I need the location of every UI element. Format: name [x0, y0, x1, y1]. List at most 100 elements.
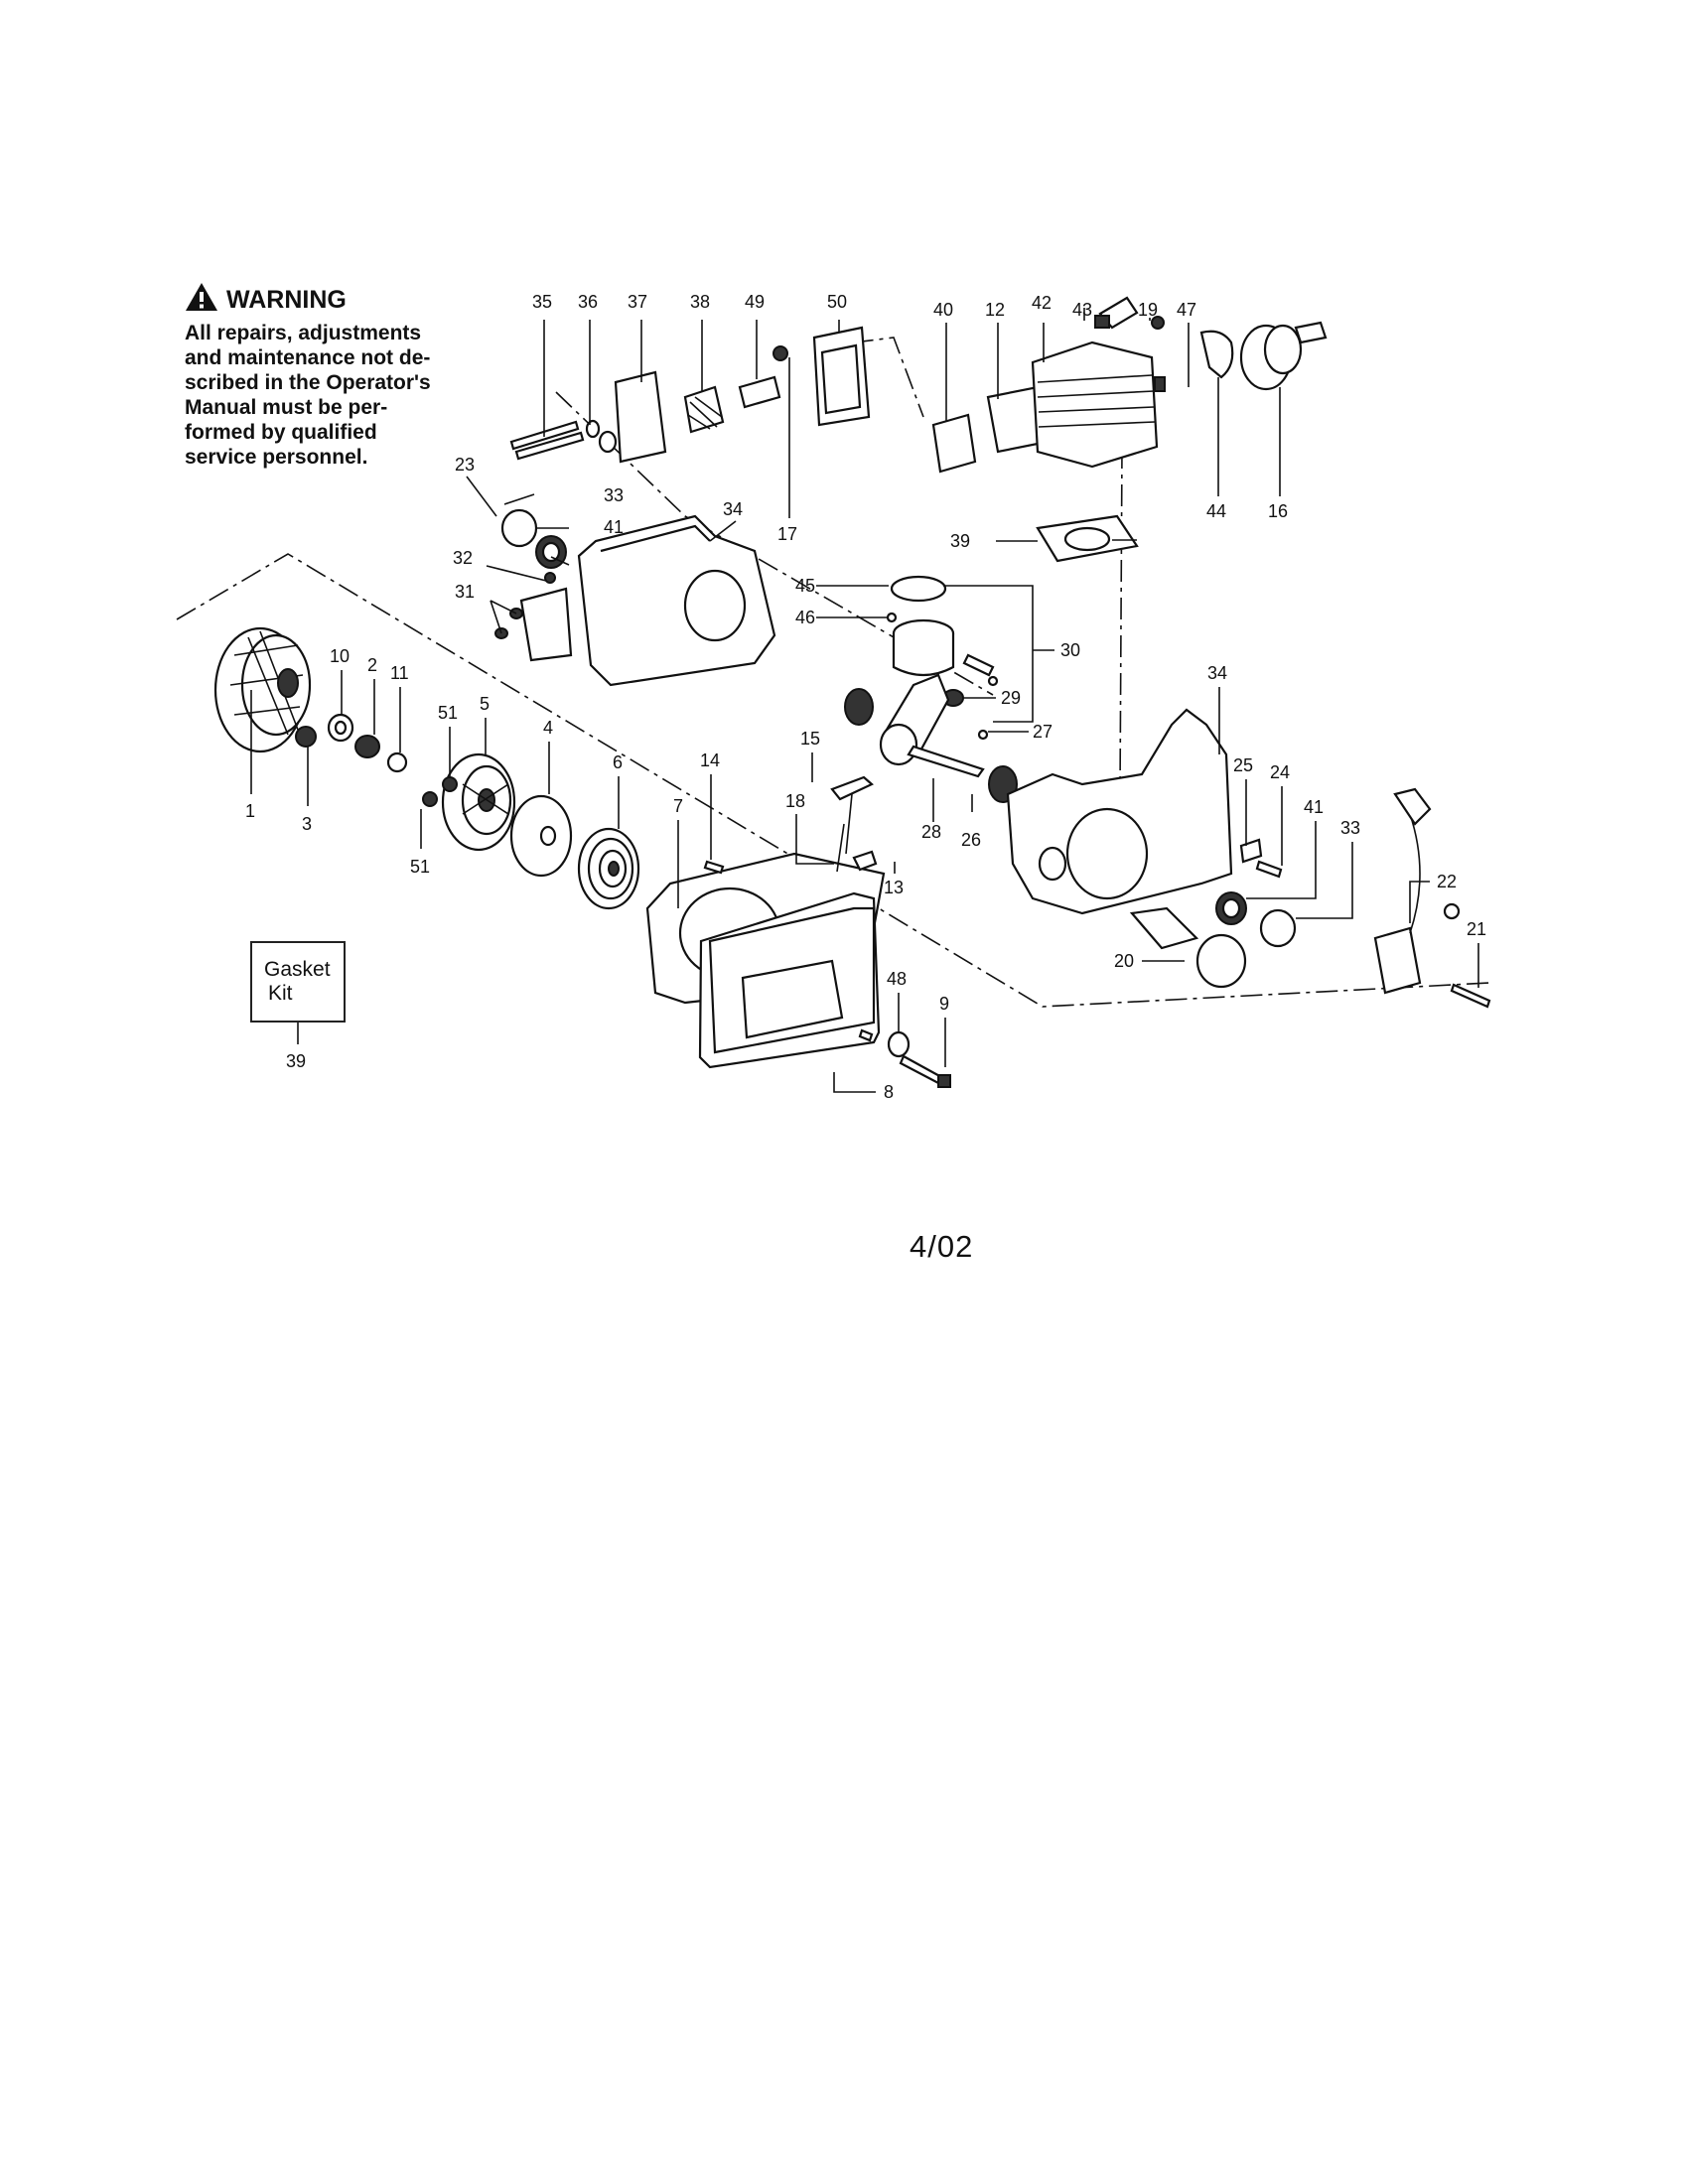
muffler-cover [738, 375, 781, 409]
warning-line: Manual must be per- [185, 396, 388, 419]
callout-34: 34 [1207, 663, 1227, 683]
callout-34: 34 [723, 499, 743, 519]
warning-line: service personnel. [185, 446, 368, 469]
callout-3: 3 [302, 814, 312, 834]
key [977, 729, 989, 741]
callout-33: 33 [604, 485, 624, 505]
gasket [519, 587, 573, 662]
gasket-kit-label: Gasket [264, 958, 331, 981]
callout-4: 4 [543, 718, 553, 738]
leader-lines [250, 308, 1479, 1093]
callout-25: 25 [1233, 755, 1253, 775]
piston [892, 618, 955, 677]
bearing [500, 508, 538, 548]
callout-26: 26 [961, 830, 981, 850]
starter-rope [836, 823, 845, 873]
callout-30: 30 [1060, 640, 1080, 660]
muffler-body [598, 370, 667, 464]
warning-text: All repairs, adjustments and maintenance… [185, 321, 461, 470]
callout-19: 19 [1138, 300, 1158, 320]
callout-39: 39 [286, 1051, 306, 1071]
assembly-axis [176, 553, 1490, 1008]
assembly-axis [1119, 446, 1123, 795]
muffler-bolt [509, 420, 585, 461]
callout-15: 15 [800, 729, 820, 749]
part-callouts: 35 36 37 38 49 50 40 12 42 43 19 47 44 1… [245, 292, 1486, 1102]
callout-41: 41 [604, 517, 624, 537]
callout-14: 14 [700, 751, 720, 770]
gasket-kit-label: Kit [268, 982, 293, 1005]
fuel-cap [1129, 906, 1247, 989]
oil-seal [1215, 891, 1247, 925]
bearing [1259, 908, 1297, 948]
callout-35: 35 [532, 292, 552, 312]
callout-7: 7 [673, 796, 683, 816]
clutch-pawl [354, 735, 380, 758]
warning-heading: WARNING [185, 282, 461, 319]
warning-line: All repairs, adjustments [185, 322, 422, 344]
piston-ring [890, 575, 947, 603]
intake-clamp [1199, 330, 1234, 379]
callout-40: 40 [933, 300, 953, 320]
assembly-axis [813, 337, 924, 418]
callout-18: 18 [785, 791, 805, 811]
nut [295, 726, 317, 748]
piston-pin [962, 653, 995, 677]
callout-28: 28 [921, 822, 941, 842]
callout-41: 41 [1304, 797, 1324, 817]
callout-11: 11 [390, 663, 409, 683]
crankshaft [879, 673, 985, 778]
spark-arrestor-screen [683, 385, 725, 434]
revision-date: 4/02 [910, 1229, 974, 1264]
assembly-axis [555, 391, 994, 696]
callout-42: 42 [1032, 293, 1052, 313]
screw [772, 345, 788, 361]
spark-plug-boot [1393, 787, 1432, 826]
callout-24: 24 [1270, 762, 1290, 782]
callout-1: 1 [245, 801, 255, 821]
callout-17: 17 [777, 524, 797, 544]
callout-2: 2 [367, 655, 377, 675]
callout-13: 13 [884, 878, 904, 897]
muffler-shield [812, 326, 871, 427]
warning-line: scribed in the Operator's [185, 371, 431, 394]
callout-16: 16 [1268, 501, 1288, 521]
fan-cover [698, 891, 881, 1069]
bracket [1239, 838, 1263, 864]
screw [442, 776, 458, 792]
crankcase-half [1006, 708, 1233, 915]
bearing [844, 688, 874, 726]
callout-27: 27 [1033, 722, 1052, 742]
circlip [987, 675, 999, 687]
washer [585, 419, 601, 439]
cylinder [1031, 341, 1159, 469]
callout-5: 5 [480, 694, 490, 714]
screw [1154, 376, 1166, 392]
warning-title: WARNING [226, 286, 347, 314]
warning-triangle-icon [185, 282, 218, 319]
callout-23: 23 [455, 455, 475, 475]
callout-45: 45 [795, 576, 815, 596]
washer [327, 713, 354, 743]
callout-51: 51 [410, 857, 430, 877]
rewind-spring [577, 827, 640, 910]
screw [544, 572, 556, 584]
starter-pulley [441, 752, 516, 852]
ground-terminal [1443, 902, 1461, 920]
circlip [886, 612, 898, 623]
screw [703, 860, 725, 875]
crankcase-half [577, 514, 776, 687]
callout-48: 48 [887, 969, 907, 989]
callout-10: 10 [330, 646, 350, 666]
callout-47: 47 [1177, 300, 1196, 320]
callout-38: 38 [690, 292, 710, 312]
callout-44: 44 [1206, 501, 1226, 521]
rope-guide [852, 850, 878, 872]
oil-seal [535, 535, 567, 569]
exhaust-gasket [931, 413, 977, 474]
screw [1255, 860, 1283, 879]
screw [1450, 983, 1491, 1009]
callout-36: 36 [578, 292, 598, 312]
spark-plug [1094, 296, 1139, 330]
